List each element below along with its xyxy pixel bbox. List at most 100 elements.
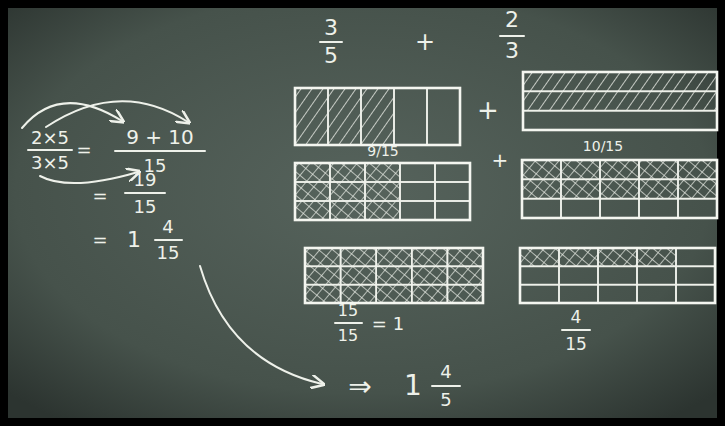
chalk-text: 3 (324, 17, 338, 39)
fraction-bar (295, 88, 460, 145)
bar-cell (559, 266, 598, 284)
bar-cell (598, 248, 637, 266)
chalk-text: 4 (440, 363, 451, 381)
bar-cell (427, 88, 460, 145)
chalk-text: 15 (134, 198, 157, 216)
bar-cell (328, 88, 361, 145)
bar-cell (561, 160, 600, 179)
bar-cell (600, 199, 639, 218)
bar-cell (365, 182, 400, 201)
bar-cell (376, 248, 412, 266)
bar-cell (305, 266, 341, 284)
bar-cell (637, 285, 676, 303)
chalk-lines (22, 36, 590, 386)
fraction-bar (305, 248, 483, 303)
bar-cell (295, 201, 330, 220)
bar-cell (522, 160, 561, 179)
chalk-text: 2 (505, 9, 519, 31)
bar-cell (435, 163, 470, 182)
bar-cell (330, 201, 365, 220)
bar-cell (559, 248, 598, 266)
board-surface (8, 8, 717, 418)
bar-cell (376, 285, 412, 303)
bar-cell (676, 266, 715, 284)
chalk-text: = 1 (372, 315, 404, 333)
bar-cell (637, 266, 676, 284)
chalk-text: 4 (162, 218, 173, 236)
chalk-text: 1 (404, 372, 422, 400)
fraction-bar (523, 72, 717, 130)
bar-cell (412, 248, 448, 266)
bar-cell (295, 163, 330, 182)
chalk-text: 15 (338, 328, 358, 344)
fraction-line (155, 239, 182, 241)
fraction-line (28, 149, 72, 151)
bar-cell (447, 248, 483, 266)
bar-cell (600, 160, 639, 179)
chalk-text: 3×5 (31, 154, 69, 172)
chalk-text: 19 (134, 171, 157, 189)
fraction-line (115, 150, 205, 152)
bar-outline (295, 163, 470, 220)
fraction-line (432, 385, 460, 387)
bar-cell (639, 199, 678, 218)
bar-cell (400, 182, 435, 201)
chalk-text: = (76, 141, 91, 159)
bar-cell (522, 179, 561, 198)
chalk-text: = (92, 187, 107, 205)
bar-cell (598, 285, 637, 303)
chalk-text: 15 (157, 244, 180, 262)
bar-cell (561, 199, 600, 218)
bar-cell (447, 285, 483, 303)
bar-outline (305, 248, 483, 303)
bar-cell (361, 88, 394, 145)
bar-cell (598, 266, 637, 284)
fraction-line (125, 192, 165, 194)
bar-outline (295, 88, 460, 145)
bar-cell (341, 266, 377, 284)
chalk-text: 5 (324, 45, 338, 67)
bar-cell (639, 179, 678, 198)
chalk-text: + (492, 150, 509, 170)
bar-cell (520, 266, 559, 284)
bar-cell (676, 248, 715, 266)
bar-cell (400, 163, 435, 182)
bar-cell (637, 248, 676, 266)
bar-cell (676, 285, 715, 303)
fraction-line (562, 329, 590, 331)
chalk-text: ⇒ (348, 373, 371, 401)
chalk-text: 5 (440, 391, 451, 409)
bar-cell (400, 201, 435, 220)
fraction-bars (295, 72, 717, 303)
bar-cell (341, 248, 377, 266)
chalk-text: + (477, 97, 499, 123)
bar-cell (365, 163, 400, 182)
fraction-line (500, 35, 524, 37)
bar-cell (639, 160, 678, 179)
fraction-bar (522, 160, 717, 218)
chalk-text: 9 + 10 (126, 127, 194, 147)
bar-cell (522, 199, 561, 218)
chalk-text: 15 (565, 336, 587, 353)
chalk-text: 3 (505, 40, 519, 62)
chalk-text: 9/15 (367, 144, 398, 158)
chalk-text: + (415, 30, 435, 54)
chalk-text: 10/15 (583, 139, 623, 153)
chalk-arrow (22, 103, 122, 128)
bar-cell (295, 182, 330, 201)
bar-cell (561, 179, 600, 198)
bar-cell (559, 285, 598, 303)
fraction-line (335, 322, 362, 324)
chalk-arrow (46, 101, 188, 127)
bar-outline (522, 160, 717, 218)
bar-cell (435, 201, 470, 220)
bar-cell (341, 285, 377, 303)
bar-outline (520, 248, 715, 303)
bar-cell (678, 179, 717, 198)
bar-cell (520, 285, 559, 303)
bar-cell (295, 88, 328, 145)
chalk-arrow (200, 266, 322, 384)
fraction-line (320, 41, 342, 43)
bar-cell (394, 88, 427, 145)
